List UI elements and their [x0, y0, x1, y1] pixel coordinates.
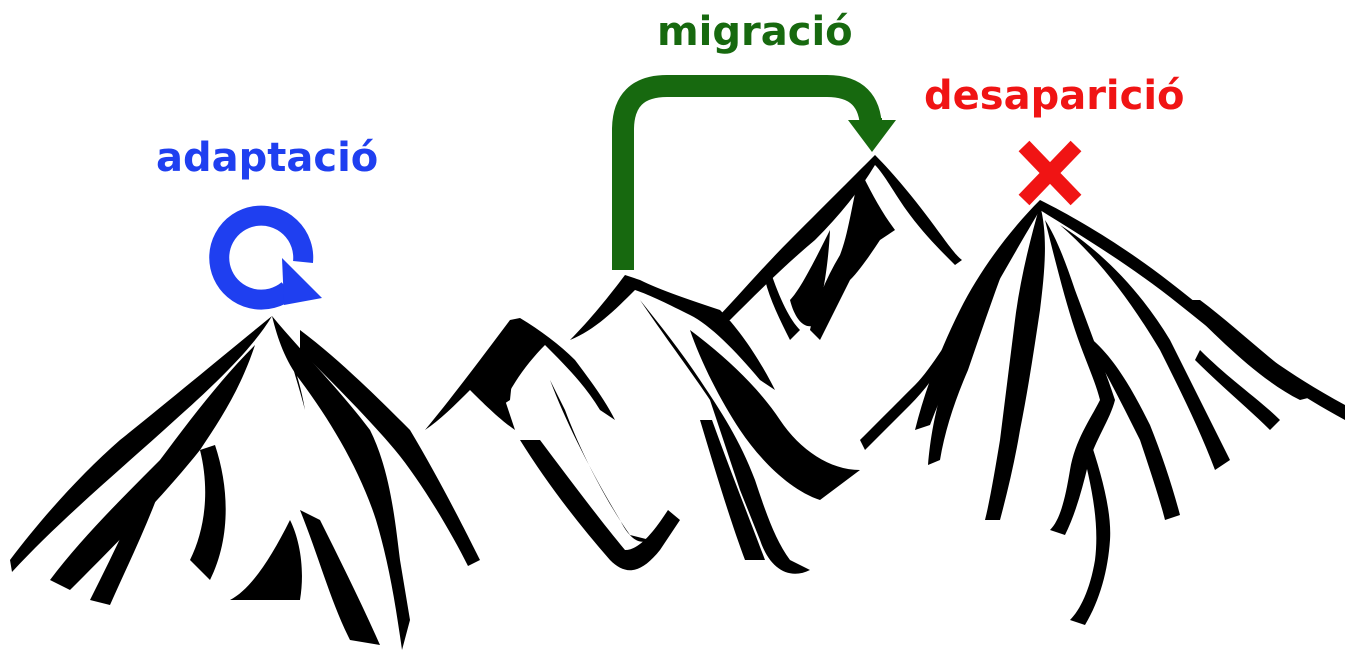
mountain-middle — [570, 275, 860, 574]
adaptation-label: adaptació — [156, 135, 379, 181]
migration-label: migració — [657, 9, 853, 55]
mountain-middle-left — [425, 318, 680, 571]
mountain-left — [10, 316, 480, 650]
mountain-target — [715, 155, 962, 450]
curved-arrow-icon — [612, 75, 896, 270]
cross-icon — [1018, 140, 1082, 206]
circular-arrow-icon — [209, 205, 322, 310]
disappearance-label: desaparició — [924, 73, 1185, 119]
mountain-right — [915, 200, 1345, 625]
